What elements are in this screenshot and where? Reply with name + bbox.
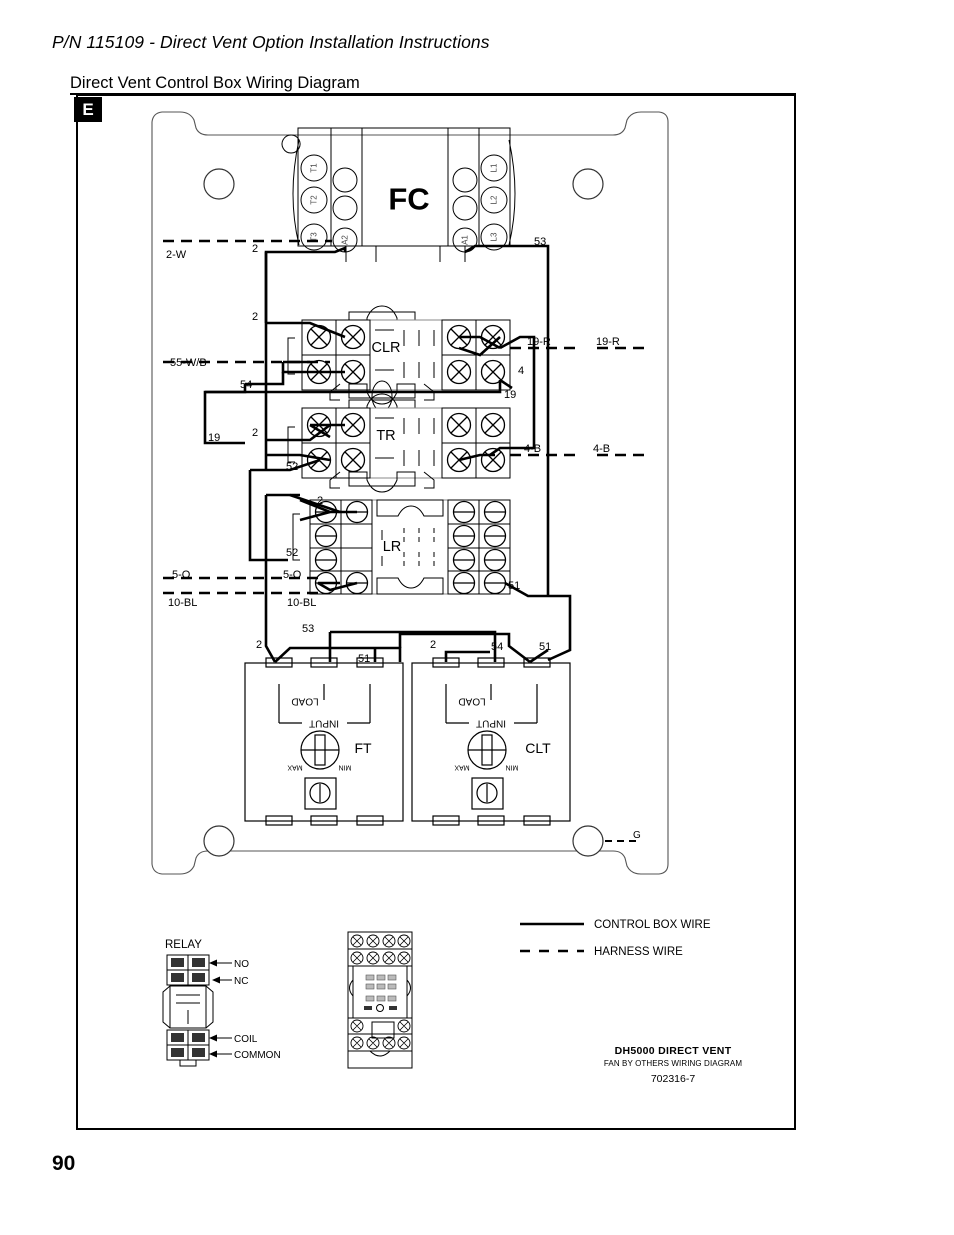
page-header: P/N 115109 - Direct Vent Option Installa… (52, 32, 490, 52)
figure-badge: E (74, 97, 102, 122)
diagram-frame (76, 94, 796, 1130)
section-title: Direct Vent Control Box Wiring Diagram (70, 74, 360, 92)
page-number: 90 (52, 1152, 76, 1175)
